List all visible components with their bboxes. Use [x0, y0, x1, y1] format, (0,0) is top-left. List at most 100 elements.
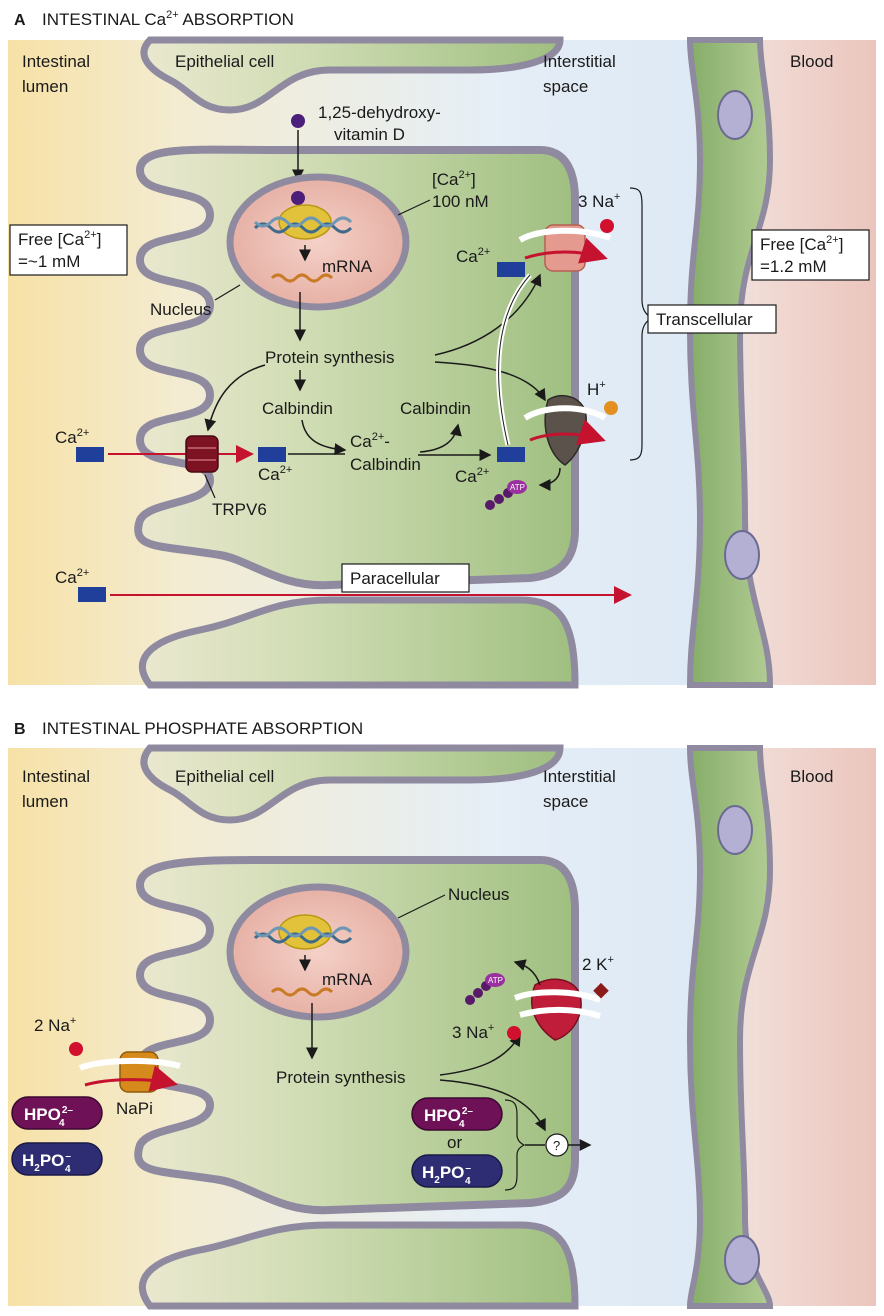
ca-ion [258, 447, 286, 462]
leader-line [204, 474, 216, 499]
endothelial-nucleus [724, 530, 760, 580]
trpv6-label: TRPV6 [212, 500, 267, 519]
ca-ion-label: Ca2+ [258, 464, 292, 484]
region-epithelial-label: Epithelial cell [175, 52, 274, 71]
phosphate-cotransport-arrow [84, 1065, 178, 1092]
region-blood-label: Blood [790, 767, 833, 786]
region-interstitial-label: space [543, 792, 588, 811]
calbindin-binding-arrow [301, 419, 347, 456]
region-interstitial-label: space [543, 77, 588, 96]
ca-calbindin-label: Ca2+- [350, 431, 390, 451]
panel-a-letter: A [14, 12, 26, 29]
atp-phosphate [473, 988, 483, 998]
free-ca-blood-label: Free [Ca2+] [760, 234, 843, 254]
h-label: H+ [587, 379, 606, 399]
intracellular-ca-label: [Ca2+] [432, 169, 476, 189]
calbindin-label: Calbindin [262, 399, 333, 418]
region-epithelial-label: Epithelial cell [175, 767, 274, 786]
na-cotransport-arrow [78, 1057, 181, 1071]
h2po4-pill [411, 1154, 503, 1188]
na-label: 2 Na+ [34, 1015, 76, 1035]
to-exit-arrow [439, 1079, 546, 1132]
h2po4-label: H2PO–4 [22, 1151, 71, 1175]
intracellular-ca-value: 100 nM [432, 192, 489, 211]
transcellular-label: Transcellular [656, 310, 753, 329]
vitamin-d-label: 1,25-dehydroxy- [318, 103, 441, 122]
na-efflux-arrow [519, 1006, 601, 1019]
leader-line [397, 199, 431, 216]
dna-strand [253, 222, 353, 234]
region-lumen-label: lumen [22, 77, 68, 96]
panel-b-title: INTESTINAL PHOSPHATE ABSORPTION [42, 719, 363, 738]
atp-label: ATP [510, 483, 525, 492]
h-influx-arrow [523, 405, 607, 421]
free-ca-lumen-label: Free [Ca2+] [18, 229, 101, 249]
na-influx-arrow [518, 227, 612, 243]
paracellular-label: Paracellular [350, 569, 440, 588]
atp-molecule [507, 480, 527, 494]
leader-line [397, 894, 446, 919]
endothelial-nucleus [717, 805, 753, 855]
napi-label: NaPi [116, 1099, 153, 1118]
protein-synthesis-label: Protein synthesis [265, 348, 394, 367]
region-interstitial-label: Interstitial [543, 52, 616, 71]
k-ion [593, 982, 609, 999]
unknown-transporter-label: ? [553, 1138, 560, 1153]
paracellular-box [341, 563, 470, 593]
mrna-label: mRNA [322, 257, 373, 276]
atp-phosphate [485, 500, 495, 510]
free-ca-lumen-box [9, 224, 128, 276]
atp-label: ATP [488, 976, 503, 985]
capillary-wall [686, 37, 774, 688]
vitamin-d-receptor [291, 191, 305, 205]
protein-synthesis-label: Protein synthesis [276, 1068, 405, 1087]
mrna-strand [270, 273, 334, 283]
na-ion [69, 1042, 83, 1056]
to-trpv6-arrow [204, 364, 266, 432]
atp-phosphate [494, 494, 504, 504]
na-ion [600, 219, 614, 233]
ca-ion [497, 262, 525, 277]
ca-pump-arrow [529, 419, 606, 445]
hpo4-pill [11, 1096, 103, 1130]
ca-ion-label: Ca2+ [455, 466, 489, 486]
free-ca-blood-value: =1.2 mM [760, 257, 827, 276]
k-influx-arrow [513, 989, 602, 1003]
ca-ion-label: Ca2+ [55, 427, 89, 447]
h2po4-pill [11, 1142, 103, 1176]
atp-molecule [485, 973, 505, 987]
ca-ion-label: Ca2+ [456, 246, 490, 266]
panel-b: B INTESTINAL PHOSPHATE ABSORPTION Intest… [8, 719, 876, 1310]
atp-arrow [538, 467, 561, 491]
ca-calbindin-label: Calbindin [350, 455, 421, 474]
to-naka-arrow [439, 1033, 521, 1076]
hpo4-pill [411, 1097, 503, 1131]
capillary-wall [686, 745, 774, 1309]
na-label: 3 Na+ [578, 191, 620, 211]
endothelial-nucleus [724, 1235, 760, 1285]
to-ncx-arrow [434, 361, 546, 402]
vitamin-d-label: vitamin D [334, 125, 405, 144]
nucleus-a [226, 173, 410, 311]
na-label: 3 Na+ [452, 1022, 494, 1042]
panel-b-letter: B [14, 721, 26, 738]
ca-ion [76, 447, 104, 462]
vitamin-d-molecule [291, 114, 305, 128]
nucleus-label: Nucleus [448, 885, 509, 904]
panel-a-title: INTESTINAL Ca2+ ABSORPTION [42, 9, 294, 29]
or-label: or [447, 1133, 462, 1152]
na-ion [507, 1026, 521, 1040]
region-lumen-label: Intestinal [22, 767, 90, 786]
free-ca-lumen-value: =~1 mM [18, 252, 80, 271]
ca-pathway-outline [498, 274, 531, 446]
region-interstitial-label: Interstitial [543, 767, 616, 786]
leader-line [214, 284, 241, 301]
region-lumen-label: Intestinal [22, 52, 90, 71]
hpo4-label: HPO2–4 [24, 1105, 73, 1129]
calbindin-released-label: Calbindin [400, 399, 471, 418]
atp-arrow [513, 959, 541, 986]
region-blood-label: Blood [790, 52, 833, 71]
neighbor-cell-bottom [138, 1221, 579, 1310]
phosphate-bracket [504, 1099, 526, 1191]
